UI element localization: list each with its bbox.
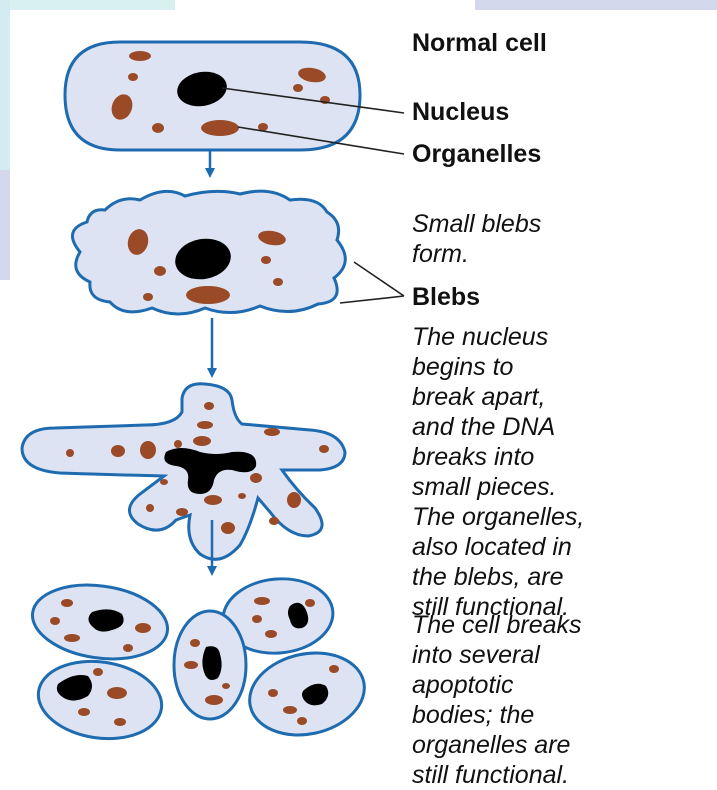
organelle (201, 120, 239, 136)
organelle (140, 441, 156, 459)
caption-cell-breaks: The cell breaks into several apoptotic b… (412, 610, 582, 790)
organelle (283, 706, 297, 714)
arrow-down-icon (205, 150, 215, 178)
apoptotic-body (242, 643, 372, 745)
caption-nucleus-breaks: The nucleus begins to break apart, and t… (412, 322, 584, 622)
organelle (273, 278, 283, 286)
organelle (174, 440, 182, 448)
label-blebs: Blebs (412, 282, 480, 312)
caption-small-blebs: Small blebs form. (412, 209, 541, 269)
organelle (305, 599, 315, 607)
organelle (111, 445, 125, 457)
apoptotic-body (33, 654, 166, 747)
organelle (222, 683, 230, 689)
organelle (250, 473, 262, 483)
organelle (265, 630, 277, 638)
organelle (287, 492, 301, 508)
normal-cell (65, 42, 360, 150)
organelle (152, 123, 164, 133)
label-normal-cell: Normal cell (412, 28, 547, 58)
organelle (190, 639, 200, 647)
organelle (129, 51, 151, 61)
organelle (107, 687, 127, 699)
fragmenting-cell (22, 384, 345, 560)
organelle (204, 402, 214, 410)
organelle (93, 668, 103, 676)
organelle (293, 84, 303, 92)
organelle (123, 644, 133, 652)
organelle (238, 493, 246, 499)
organelle (319, 445, 329, 453)
label-nucleus: Nucleus (412, 97, 509, 127)
label-organelles: Organelles (412, 139, 541, 169)
organelle (252, 615, 262, 623)
organelle (154, 266, 166, 276)
organelle (329, 665, 339, 673)
organelle (114, 718, 126, 726)
organelle (186, 286, 230, 304)
organelle (50, 617, 60, 625)
organelle (143, 293, 153, 301)
organelle (146, 504, 154, 512)
organelle (66, 449, 74, 457)
organelle (197, 421, 213, 429)
organelle (261, 256, 271, 264)
organelle (269, 517, 279, 525)
organelle (297, 717, 307, 725)
organelle (64, 634, 80, 642)
organelle (160, 479, 168, 485)
organelle (264, 428, 280, 436)
apoptotic-body (28, 577, 173, 667)
organelle (128, 73, 138, 81)
organelle (184, 661, 198, 669)
organelle (193, 436, 211, 446)
blebbing-cell (72, 191, 345, 314)
nucleus-fragment (202, 646, 221, 680)
organelle (221, 522, 235, 534)
organelle (78, 708, 90, 716)
organelle (135, 623, 151, 633)
blebs-leader-line (340, 296, 404, 303)
organelle (254, 597, 270, 605)
organelle (205, 695, 223, 705)
organelle (176, 508, 188, 516)
organelle (268, 689, 278, 697)
arrow-down-icon (207, 318, 217, 378)
organelle (204, 495, 222, 505)
blebs-leader-line (354, 262, 404, 296)
apoptotic-body (174, 611, 246, 719)
cell-membrane (33, 654, 166, 747)
cell-membrane (22, 384, 345, 560)
organelle (61, 599, 73, 607)
